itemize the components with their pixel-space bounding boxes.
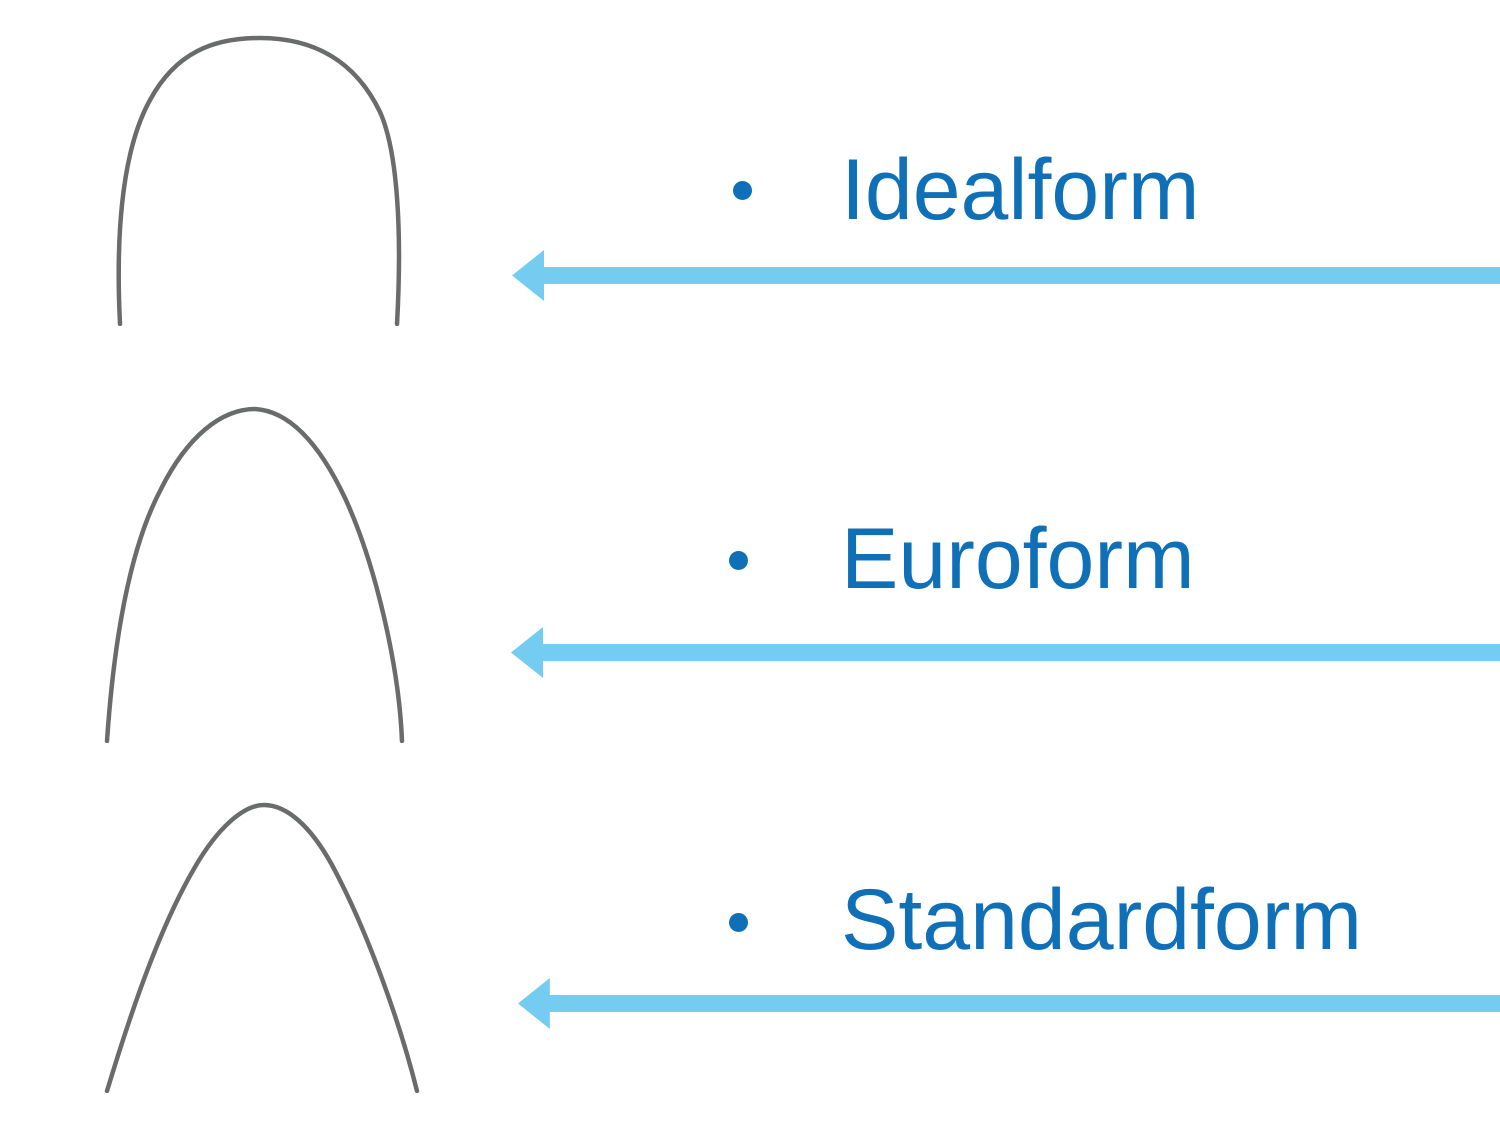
left-arrow-icon: [511, 627, 1500, 678]
standardform-archwire-image: [104, 802, 420, 1093]
left-arrow-icon: [512, 250, 1500, 301]
idealform-archwire-image: [116, 35, 402, 326]
bullet-icon: [729, 913, 748, 932]
archwire-label-idealform: Idealform: [841, 142, 1200, 238]
bullet-icon: [729, 551, 748, 570]
archwire-label-euroform: Euroform: [841, 511, 1195, 607]
left-arrow-icon: [518, 978, 1500, 1029]
euroform-archwire-image: [104, 406, 405, 743]
bullet-icon: [733, 181, 752, 200]
archwire-label-standardform: Standardform: [841, 872, 1363, 968]
